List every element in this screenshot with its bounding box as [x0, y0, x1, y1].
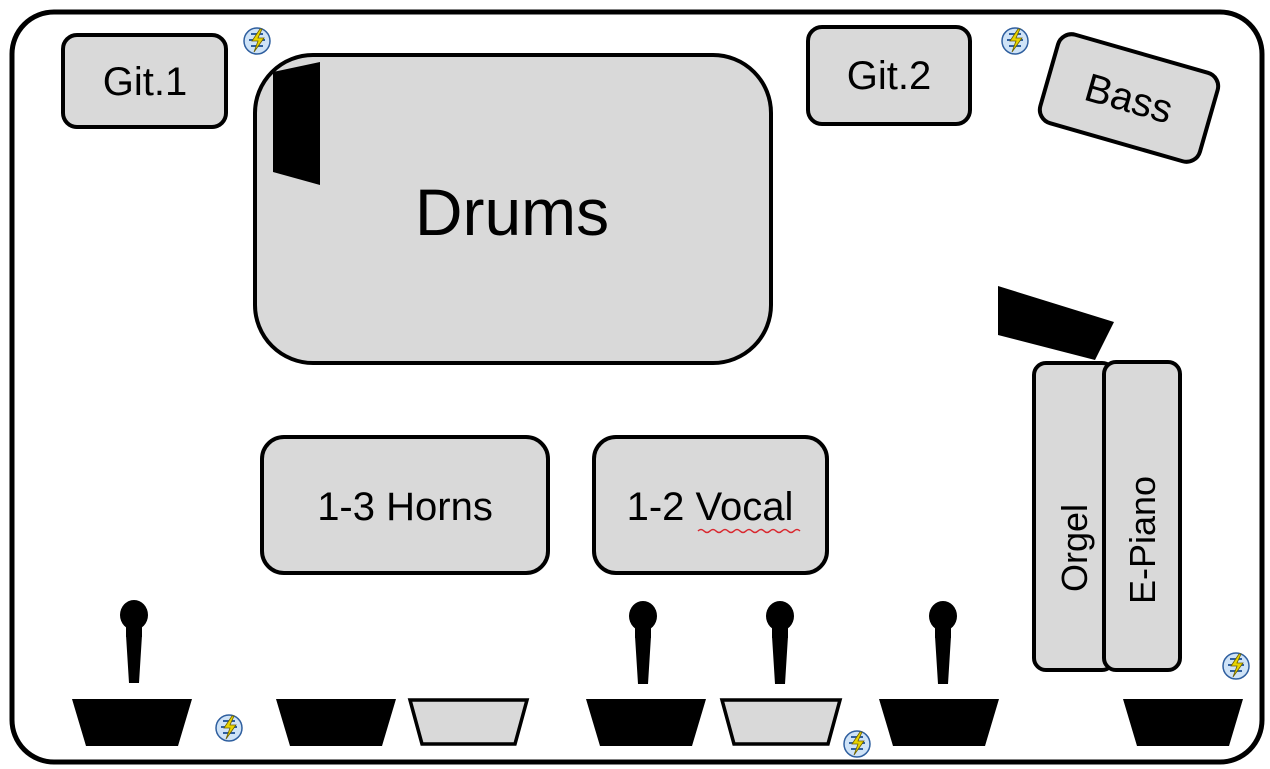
floor-monitor-icon-grey [719, 698, 843, 746]
horns-label: 1-3 Horns [317, 485, 493, 529]
drums-label: Drums [415, 175, 609, 249]
drums-box[interactable]: Drums [253, 53, 773, 365]
power-socket-icon [243, 27, 271, 55]
vocal-word: Vocal [696, 485, 794, 529]
epiano-box[interactable]: E-Piano [1102, 360, 1182, 672]
horns-box[interactable]: 1-3 Horns [260, 435, 550, 575]
spellcheck-underline [697, 528, 801, 534]
organ-label: Orgel [1054, 504, 1095, 592]
guitar2-label: Git.2 [847, 54, 931, 98]
floor-monitor-icon-grey [407, 698, 530, 746]
epiano-label: E-Piano [1122, 476, 1163, 604]
bass-box[interactable]: Bass [1037, 31, 1222, 165]
power-socket-icon [843, 730, 871, 758]
vocal-box[interactable]: 1-2 Vocal [592, 435, 829, 575]
guitar2-box[interactable]: Git.2 [806, 25, 972, 126]
keyboard-amplifier-icon [998, 286, 1114, 360]
vocal-label: 1-2 Vocal [627, 485, 794, 529]
floor-monitor-icon [72, 699, 192, 746]
guitar1-label: Git.1 [103, 60, 187, 104]
floor-monitor-icon [276, 699, 396, 746]
floor-monitor-icon [1123, 699, 1243, 746]
power-socket-icon [1222, 652, 1250, 680]
vocal-number: 1-2 [627, 485, 685, 529]
floor-monitor-icon [879, 699, 999, 746]
power-socket-icon [215, 714, 243, 742]
amplifier-icon [273, 62, 320, 185]
power-socket-icon [1001, 27, 1029, 55]
organ-box[interactable]: Orgel [1032, 361, 1116, 672]
guitar1-box[interactable]: Git.1 [61, 33, 228, 129]
floor-monitor-icon [586, 699, 706, 746]
